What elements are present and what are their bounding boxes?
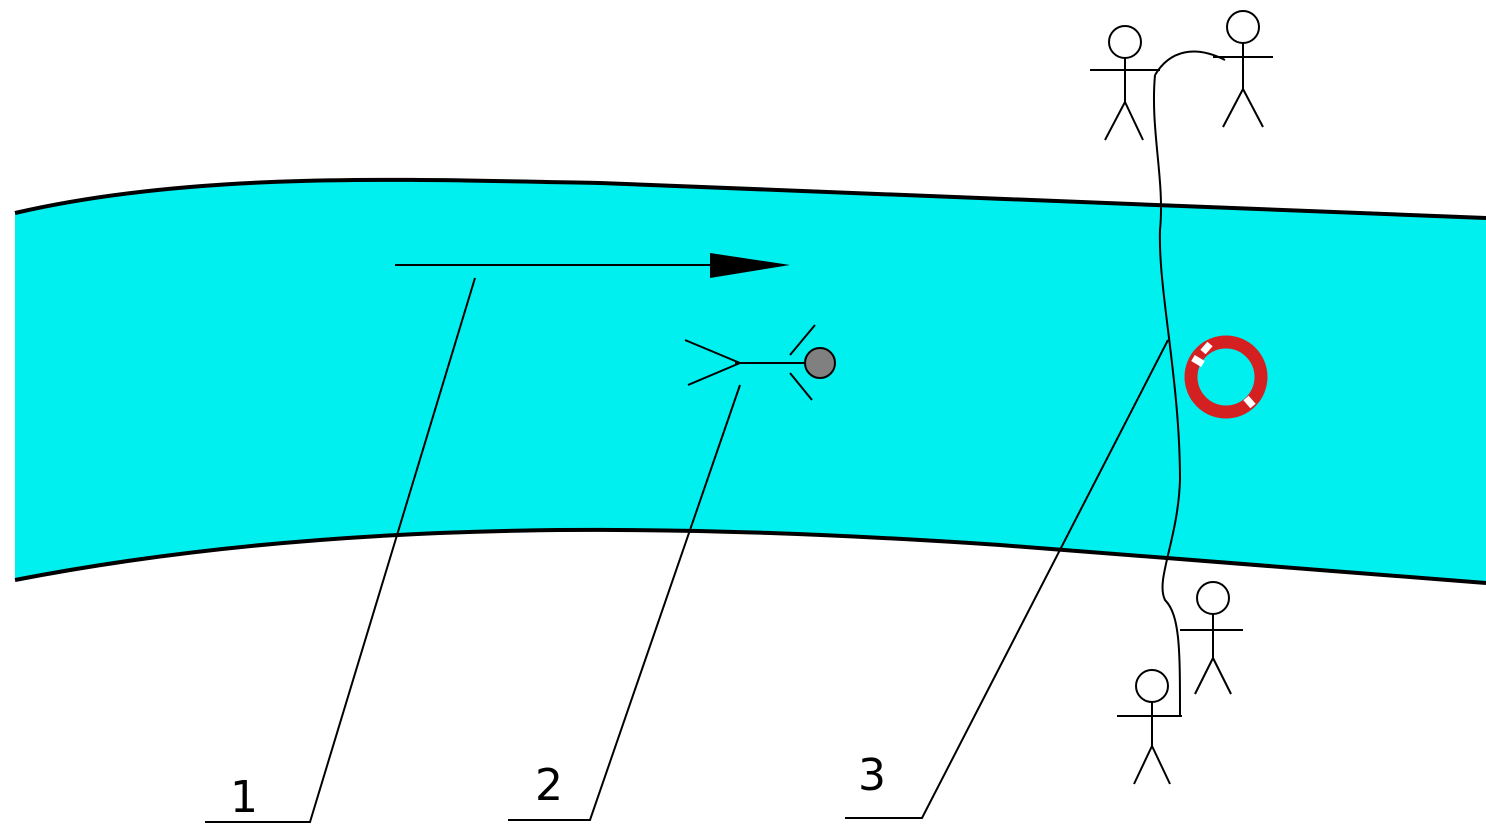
river bbox=[15, 179, 1486, 583]
drowning-person-icon bbox=[684, 324, 836, 401]
callout-label-1: 1 bbox=[230, 772, 258, 823]
callout-label-2: 2 bbox=[535, 760, 563, 811]
callout-1: 1 bbox=[205, 277, 476, 823]
lifebuoy-icon bbox=[1184, 335, 1268, 419]
arrow-right-icon bbox=[395, 253, 790, 278]
rescue-rope bbox=[1152, 74, 1182, 716]
river-bank-upper bbox=[14, 177, 1486, 220]
stick-figure-icon bbox=[1213, 10, 1273, 128]
stick-figure-icon bbox=[1090, 25, 1160, 141]
callout-label-3: 3 bbox=[858, 750, 886, 801]
stick-figure-icon bbox=[1180, 581, 1243, 695]
callout-3: 3 bbox=[845, 339, 1169, 819]
rescue-rope-upper bbox=[1154, 50, 1226, 76]
stick-figure-icon bbox=[1117, 669, 1182, 785]
river-bank-lower bbox=[14, 527, 1486, 585]
callout-2: 2 bbox=[508, 384, 741, 821]
